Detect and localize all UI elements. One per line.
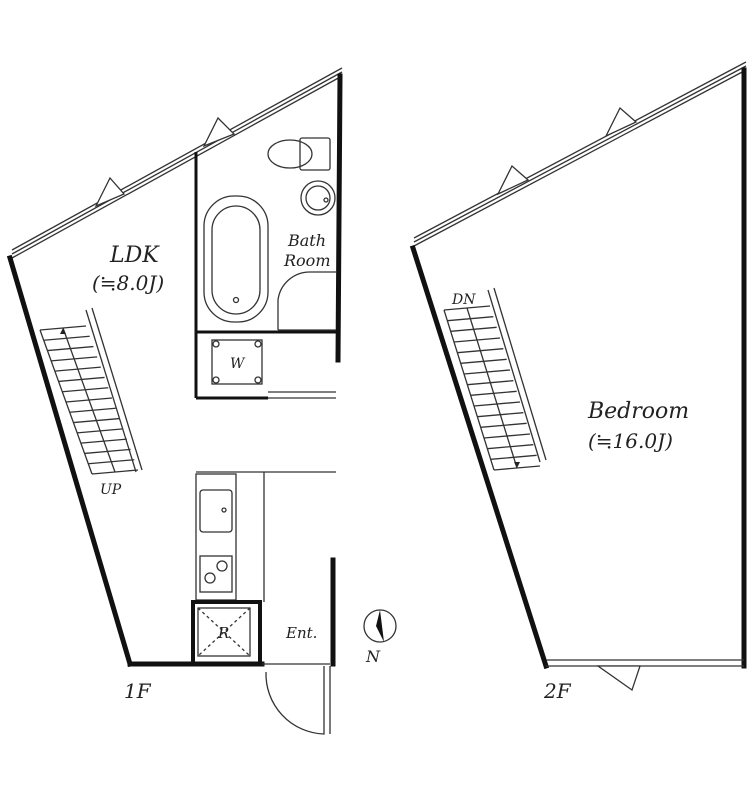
north-wall-1f bbox=[11, 67, 343, 259]
washer-space bbox=[211, 339, 263, 385]
stair-handrail-1f bbox=[85, 309, 137, 473]
staircase-1f bbox=[39, 325, 139, 475]
entrance-door bbox=[262, 557, 336, 735]
window-sash-1 bbox=[94, 176, 126, 208]
window-sash-3 bbox=[496, 164, 530, 196]
ldk-label: LDK bbox=[109, 243, 160, 268]
stair-stringer bbox=[443, 309, 495, 471]
north-compass-icon: N bbox=[363, 609, 397, 666]
entrance-label: Ent. bbox=[285, 624, 317, 642]
interior-walls-1f bbox=[194, 152, 338, 602]
staircase-2f bbox=[443, 305, 541, 471]
kitchen-counter bbox=[195, 473, 237, 601]
floor-2-label: 2F bbox=[543, 679, 572, 703]
stair-arrow bbox=[466, 307, 518, 469]
ldk-size-label: (≒8.0J) bbox=[92, 271, 164, 295]
bath-sink-icon bbox=[300, 180, 336, 216]
outer-walls-2f bbox=[409, 67, 747, 670]
stair-arrow-head bbox=[514, 462, 520, 468]
floor-2: Bedroom (≒16.0J) DN 2F bbox=[409, 61, 747, 703]
north-label: N bbox=[365, 647, 381, 666]
bedroom-size-label: (≒16.0J) bbox=[588, 429, 673, 453]
fridge-label: R bbox=[217, 624, 229, 642]
bath-room-label-line1: Bath bbox=[287, 231, 326, 250]
north-wall-2f bbox=[413, 61, 747, 247]
stair-arrow bbox=[62, 327, 116, 473]
window-sash-4 bbox=[604, 106, 638, 138]
bathtub bbox=[203, 195, 269, 323]
stair-stringer bbox=[39, 329, 93, 475]
floor-1-label: 1F bbox=[124, 679, 152, 703]
bedroom-label: Bedroom bbox=[587, 399, 689, 424]
fridge-space bbox=[191, 600, 262, 666]
window-sash-5 bbox=[595, 665, 641, 692]
stair-up-label: UP bbox=[100, 482, 122, 498]
stair-arrow-head bbox=[60, 328, 66, 334]
stair-down-label: DN bbox=[451, 292, 476, 308]
floor-1: LDK (≒8.0J) Bath Room W R Ent. UP 1F bbox=[6, 67, 343, 735]
washer-label: W bbox=[230, 356, 246, 372]
bath-door-swing bbox=[277, 271, 336, 330]
window-sash-2 bbox=[202, 116, 236, 148]
bath-room-label-line2: Room bbox=[283, 251, 330, 270]
toilet-icon bbox=[267, 137, 331, 171]
stair-handrail-2f bbox=[487, 289, 541, 463]
